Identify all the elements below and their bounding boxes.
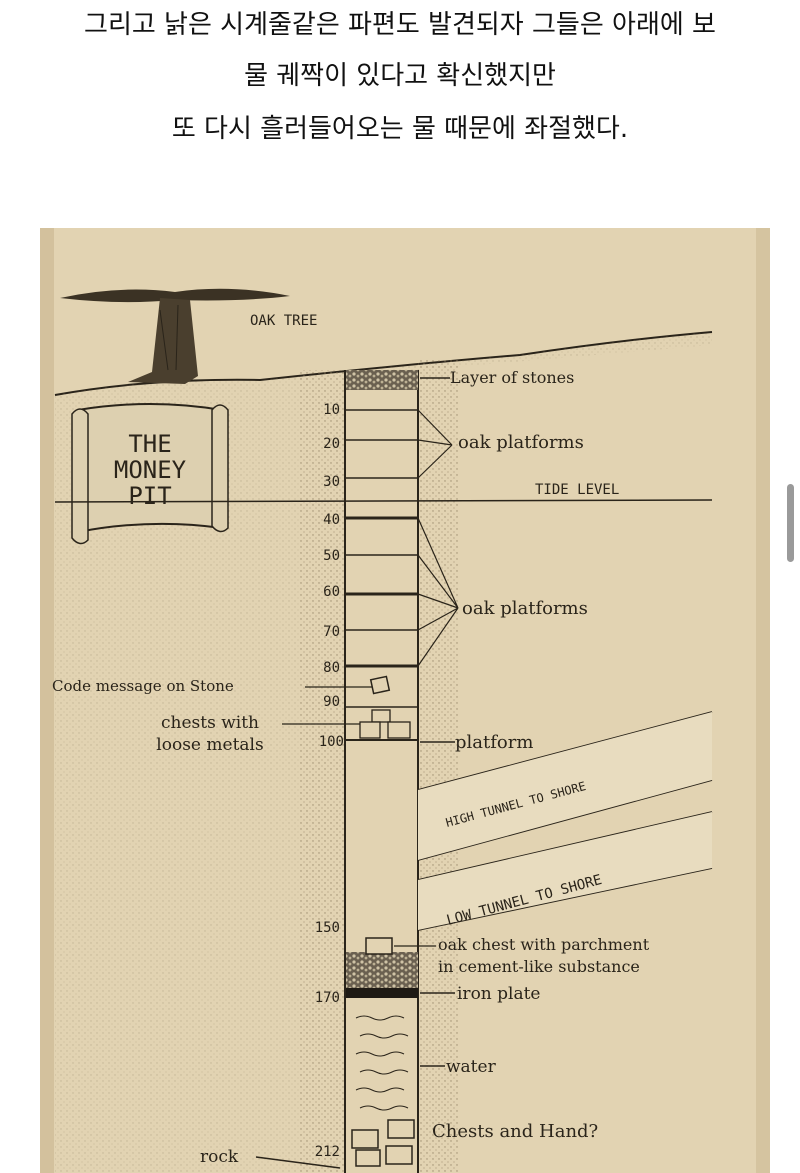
depth-70: 70	[323, 624, 340, 640]
money-pit-sign: THE MONEY PIT	[71, 403, 229, 545]
parchment-label-2: in cement-like substance	[438, 957, 640, 976]
rock-label: rock	[200, 1147, 239, 1167]
tree-label: OAK TREE	[250, 313, 317, 329]
chests-icon	[359, 709, 411, 739]
water-label: water	[446, 1057, 497, 1077]
oak-platforms-label-1: oak platforms	[458, 432, 584, 453]
caption-line-3: 또 다시 흘러들어오는 물 때문에 좌절했다.	[171, 114, 629, 144]
high-tunnel: HIGH TUNNEL TO SHORE	[417, 711, 713, 861]
cement-layer	[346, 952, 418, 988]
water-area	[355, 1015, 409, 1111]
depth-40: 40	[323, 512, 340, 528]
parchment-label-1: oak chest with parchment	[438, 935, 650, 954]
platform-label: platform	[455, 732, 533, 753]
tide-level-line	[54, 499, 713, 503]
depth-10: 10	[323, 402, 340, 418]
depth-80: 80	[323, 660, 340, 676]
iron-plate-label: iron plate	[457, 984, 541, 1004]
depth-90: 90	[323, 694, 340, 710]
depth-20: 20	[323, 436, 340, 452]
oak-chest-icon	[365, 937, 393, 955]
sign-line-3: PIT	[128, 482, 171, 510]
depth-50: 50	[323, 548, 340, 564]
chests-and-hand-label: Chests and Hand?	[432, 1121, 598, 1142]
depth-scale: 10 20 30 40 50 60 70 80 90 100 150 170 2…	[315, 402, 344, 1160]
chests-label-2: loose metals	[156, 735, 263, 755]
depth-212: 212	[315, 1144, 340, 1160]
depth-170: 170	[315, 990, 340, 1006]
scrollbar[interactable]	[787, 484, 794, 562]
code-stone-icon	[369, 675, 391, 695]
chests-label-1: chests with	[161, 713, 259, 733]
oak-platforms-label-2: oak platforms	[462, 598, 588, 619]
depth-150: 150	[315, 920, 340, 936]
caption-line-2: 물 궤짝이 있다고 확신했지만	[244, 61, 556, 91]
stones-label: Layer of stones	[450, 368, 574, 387]
sign-line-1: THE	[128, 430, 171, 458]
caption-line-1: 그리고 낡은 시계줄같은 파편도 발견되자 그들은 아래에 보	[84, 10, 716, 40]
bottom-chests-icon	[351, 1119, 415, 1167]
iron-plate	[346, 988, 418, 998]
shaft	[344, 370, 419, 1173]
layer-of-stones	[346, 370, 418, 390]
sign-line-2: MONEY	[114, 456, 187, 484]
depth-100: 100	[319, 734, 344, 750]
depth-60: 60	[323, 584, 340, 600]
tide-level-label: TIDE LEVEL	[535, 482, 619, 498]
platforms	[345, 409, 418, 741]
oak-tree-drawing	[60, 288, 290, 384]
depth-30: 30	[323, 474, 340, 490]
code-message-label: Code message on Stone	[52, 677, 234, 695]
